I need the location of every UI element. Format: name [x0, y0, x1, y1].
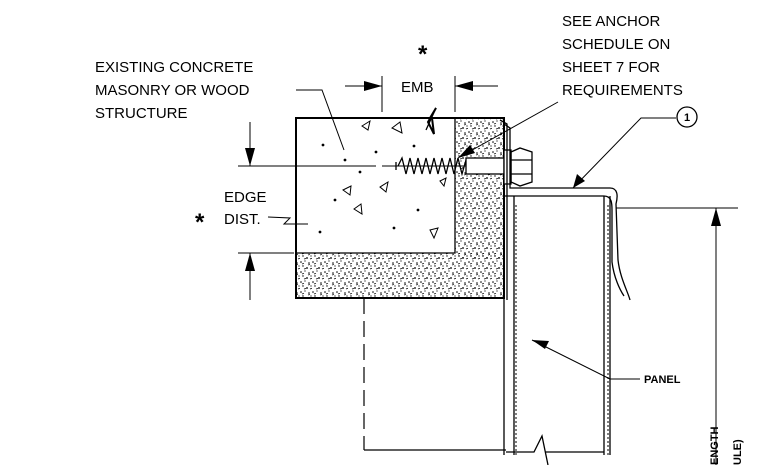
- hex-head: [510, 147, 533, 187]
- panel-label: PANEL: [644, 374, 681, 386]
- anchor-note-line3: SHEET 7 FOR: [562, 59, 660, 76]
- concrete-aggregate: [318, 119, 447, 240]
- break-mark-panel: [506, 434, 604, 465]
- edge-dist-asterisk: *: [195, 209, 205, 236]
- length-label-partial-2: ULE): [732, 439, 744, 465]
- existing-structure-label-line1: EXISTING CONCRETE: [95, 59, 253, 76]
- length-dimension: [616, 207, 738, 465]
- grout-right-band: [455, 118, 504, 258]
- dashed-wall-outline: [363, 298, 506, 451]
- grout-bottom-band: [296, 253, 504, 298]
- embedment-dimension: [345, 76, 498, 112]
- structure-leader: [296, 89, 345, 151]
- anchor-note-leader: [457, 101, 559, 159]
- callout-leader: [572, 117, 676, 189]
- edge-distance-dimension: [238, 122, 376, 300]
- screw-shank: [465, 157, 505, 175]
- leader-lines: [267, 89, 676, 380]
- existing-structure-label-line3: STRUCTURE: [95, 105, 188, 122]
- callout-number: 1: [684, 112, 690, 124]
- edge-dist-label-line1: EDGE: [224, 189, 267, 206]
- panel-outline: [503, 196, 611, 455]
- anchor-note-line4: REQUIREMENTS: [562, 82, 683, 99]
- length-label-partial-1: ENGTH: [709, 426, 721, 465]
- panel-assembly: [499, 119, 631, 465]
- screw-thread: [397, 156, 467, 177]
- concrete-inner-edge: [296, 118, 456, 254]
- callout-bubble: 1: [676, 106, 698, 128]
- emb-label: EMB: [401, 79, 434, 96]
- header-clip: [503, 123, 631, 301]
- edge-dist-label-line2: DIST.: [224, 211, 261, 228]
- anchor-note-line1: SEE ANCHOR: [562, 13, 661, 30]
- existing-structure-label-line2: MASONRY OR WOOD: [95, 82, 250, 99]
- edge-dist-leader: [267, 216, 308, 225]
- panel-leader: [531, 339, 640, 380]
- anchor-note-line2: SCHEDULE ON: [562, 36, 670, 53]
- existing-structure: [295, 107, 505, 299]
- break-mark-concrete: [425, 107, 437, 131]
- emb-asterisk: *: [418, 41, 428, 68]
